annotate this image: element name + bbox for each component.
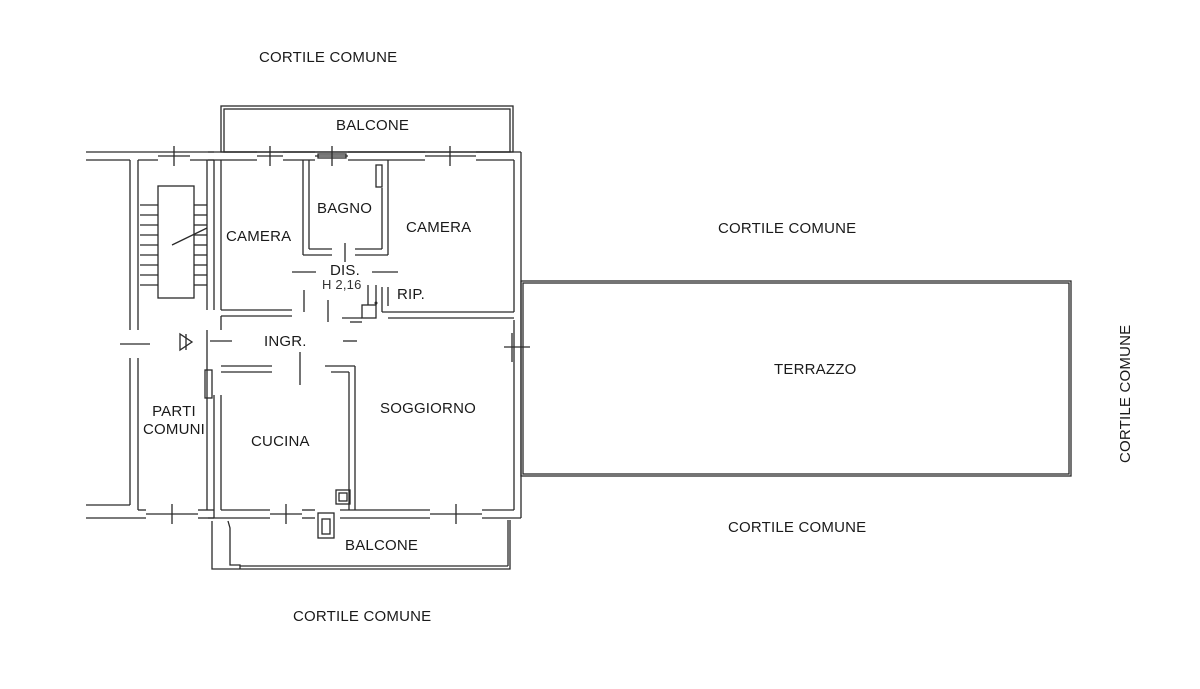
balcony-bottom-label: BALCONE (345, 537, 419, 554)
interior-walls (210, 160, 514, 510)
exterior-walls (204, 146, 530, 539)
common-parts (86, 146, 214, 524)
storage-label: RIP. (397, 286, 426, 303)
bedroom-left-label: CAMERA (226, 228, 292, 245)
balcony-top-label: BALCONE (336, 117, 410, 134)
living-room-label: SOGGIORNO (380, 400, 476, 417)
common-parts-line2: COMUNI (142, 421, 206, 438)
courtyard-lower-right-label: CORTILE COMUNE (728, 519, 867, 536)
bedroom-right-label: CAMERA (406, 219, 472, 236)
courtyard-middle-label: CORTILE COMUNE (718, 220, 857, 237)
entrance-label: INGR. (264, 333, 307, 350)
hallway-label: DIS. (330, 262, 360, 279)
hallway-height-label: H 2,16 (322, 277, 362, 292)
balcony-bottom (211, 520, 511, 570)
bathroom-label: BAGNO (317, 200, 373, 217)
terrace-label: TERRAZZO (774, 361, 857, 378)
common-parts-label: PARTI COMUNI (138, 403, 210, 439)
common-parts-line1: PARTI (152, 403, 196, 420)
kitchen-label: CUCINA (251, 433, 310, 450)
terrace-outline (520, 280, 1072, 477)
courtyard-top-label: CORTILE COMUNE (259, 49, 398, 66)
courtyard-bottom-label: CORTILE COMUNE (293, 608, 432, 625)
courtyard-right-label: CORTILE COMUNE (1117, 324, 1134, 463)
